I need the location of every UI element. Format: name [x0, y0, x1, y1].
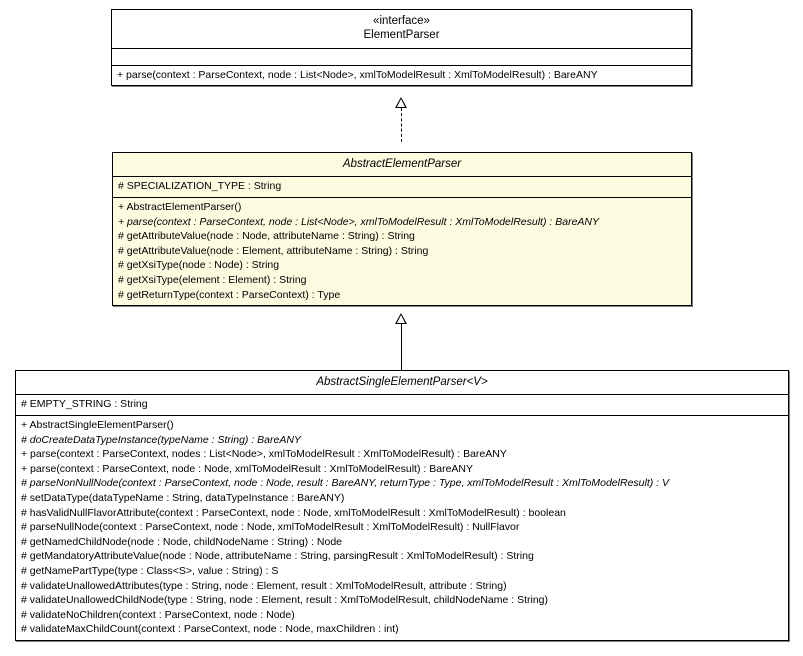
method-row[interactable]: + parse(context : ParseContext, node : L…: [118, 215, 599, 228]
class-attributes-element-parser: [112, 47, 691, 65]
class-stereotype: «interface»: [373, 15, 430, 27]
class-name: AbstractSingleElementParser<V>: [316, 376, 488, 388]
realization-arrowhead: [395, 97, 407, 108]
method-row[interactable]: # parseNonNullNode(context : ParseContex…: [21, 477, 669, 490]
class-attributes-abstract-element-parser: # SPECIALIZATION_TYPE : String: [113, 176, 691, 197]
attribute-row[interactable]: # SPECIALIZATION_TYPE : String: [118, 180, 282, 193]
class-methods-abstract-element-parser: + AbstractElementParser() + parse(contex…: [113, 196, 691, 305]
method-row[interactable]: # validateMaxChildCount(context : ParseC…: [21, 623, 399, 636]
class-methods-element-parser: + parse(context : ParseContext, node : L…: [112, 64, 691, 86]
class-header-abstract-element-parser: AbstractElementParser: [113, 153, 691, 176]
method-row[interactable]: # getMandatoryAttributeValue(node : Node…: [21, 550, 534, 563]
generalization-arrowhead: [395, 313, 407, 324]
method-row[interactable]: + parse(context : ParseContext, nodes : …: [21, 448, 507, 461]
class-methods-abstract-single-element-parser: + AbstractSingleElementParser() # doCrea…: [16, 414, 788, 640]
method-row[interactable]: + parse(context : ParseContext, node : N…: [21, 462, 473, 475]
method-row[interactable]: # hasValidNullFlavorAttribute(context : …: [21, 506, 566, 519]
method-row[interactable]: + AbstractSingleElementParser(): [21, 418, 174, 431]
class-name: AbstractElementParser: [342, 158, 462, 170]
class-header-abstract-single-element-parser: AbstractSingleElementParser<V>: [16, 371, 788, 394]
method-row[interactable]: # setDataType(dataTypeName : String, dat…: [21, 491, 345, 504]
method-row[interactable]: # getReturnType(context : ParseContext) …: [118, 288, 341, 301]
realization-line: [401, 108, 402, 142]
class-box-element-parser[interactable]: «interface» ElementParser + parse(contex…: [111, 9, 692, 87]
generalization-line: [401, 324, 402, 370]
method-row[interactable]: # getXsiType(element : Element) : String: [118, 273, 307, 286]
method-row[interactable]: # parseNullNode(context : ParseContext, …: [21, 521, 520, 534]
class-name: ElementParser: [363, 29, 440, 42]
class-attributes-abstract-single-element-parser: # EMPTY_STRING : String: [16, 394, 788, 415]
method-row[interactable]: # getAttributeValue(node : Node, attribu…: [118, 230, 415, 243]
method-row[interactable]: # getAttributeValue(node : Element, attr…: [118, 244, 429, 257]
method-row[interactable]: # validateNoChildren(context : ParseCont…: [21, 608, 295, 621]
class-box-abstract-single-element-parser[interactable]: AbstractSingleElementParser<V> # EMPTY_S…: [15, 370, 789, 641]
method-row[interactable]: # validateUnallowedChildNode(type : Stri…: [21, 594, 549, 607]
method-row[interactable]: + AbstractElementParser(): [118, 200, 242, 213]
method-row[interactable]: # doCreateDataTypeInstance(typeName : St…: [21, 433, 301, 446]
method-row[interactable]: # getNamePartType(type : Class<S>, value…: [21, 564, 279, 577]
method-row[interactable]: # validateUnallowedAttributes(type : Str…: [21, 579, 507, 592]
class-box-abstract-element-parser[interactable]: AbstractElementParser # SPECIALIZATION_T…: [112, 152, 692, 307]
method-row[interactable]: # getXsiType(node : Node) : String: [118, 259, 280, 272]
method-row[interactable]: + parse(context : ParseContext, node : L…: [117, 68, 598, 81]
method-row[interactable]: # getNamedChildNode(node : Node, childNo…: [21, 535, 343, 548]
class-header-element-parser: «interface» ElementParser: [112, 10, 691, 48]
attribute-row[interactable]: # EMPTY_STRING : String: [21, 398, 148, 411]
